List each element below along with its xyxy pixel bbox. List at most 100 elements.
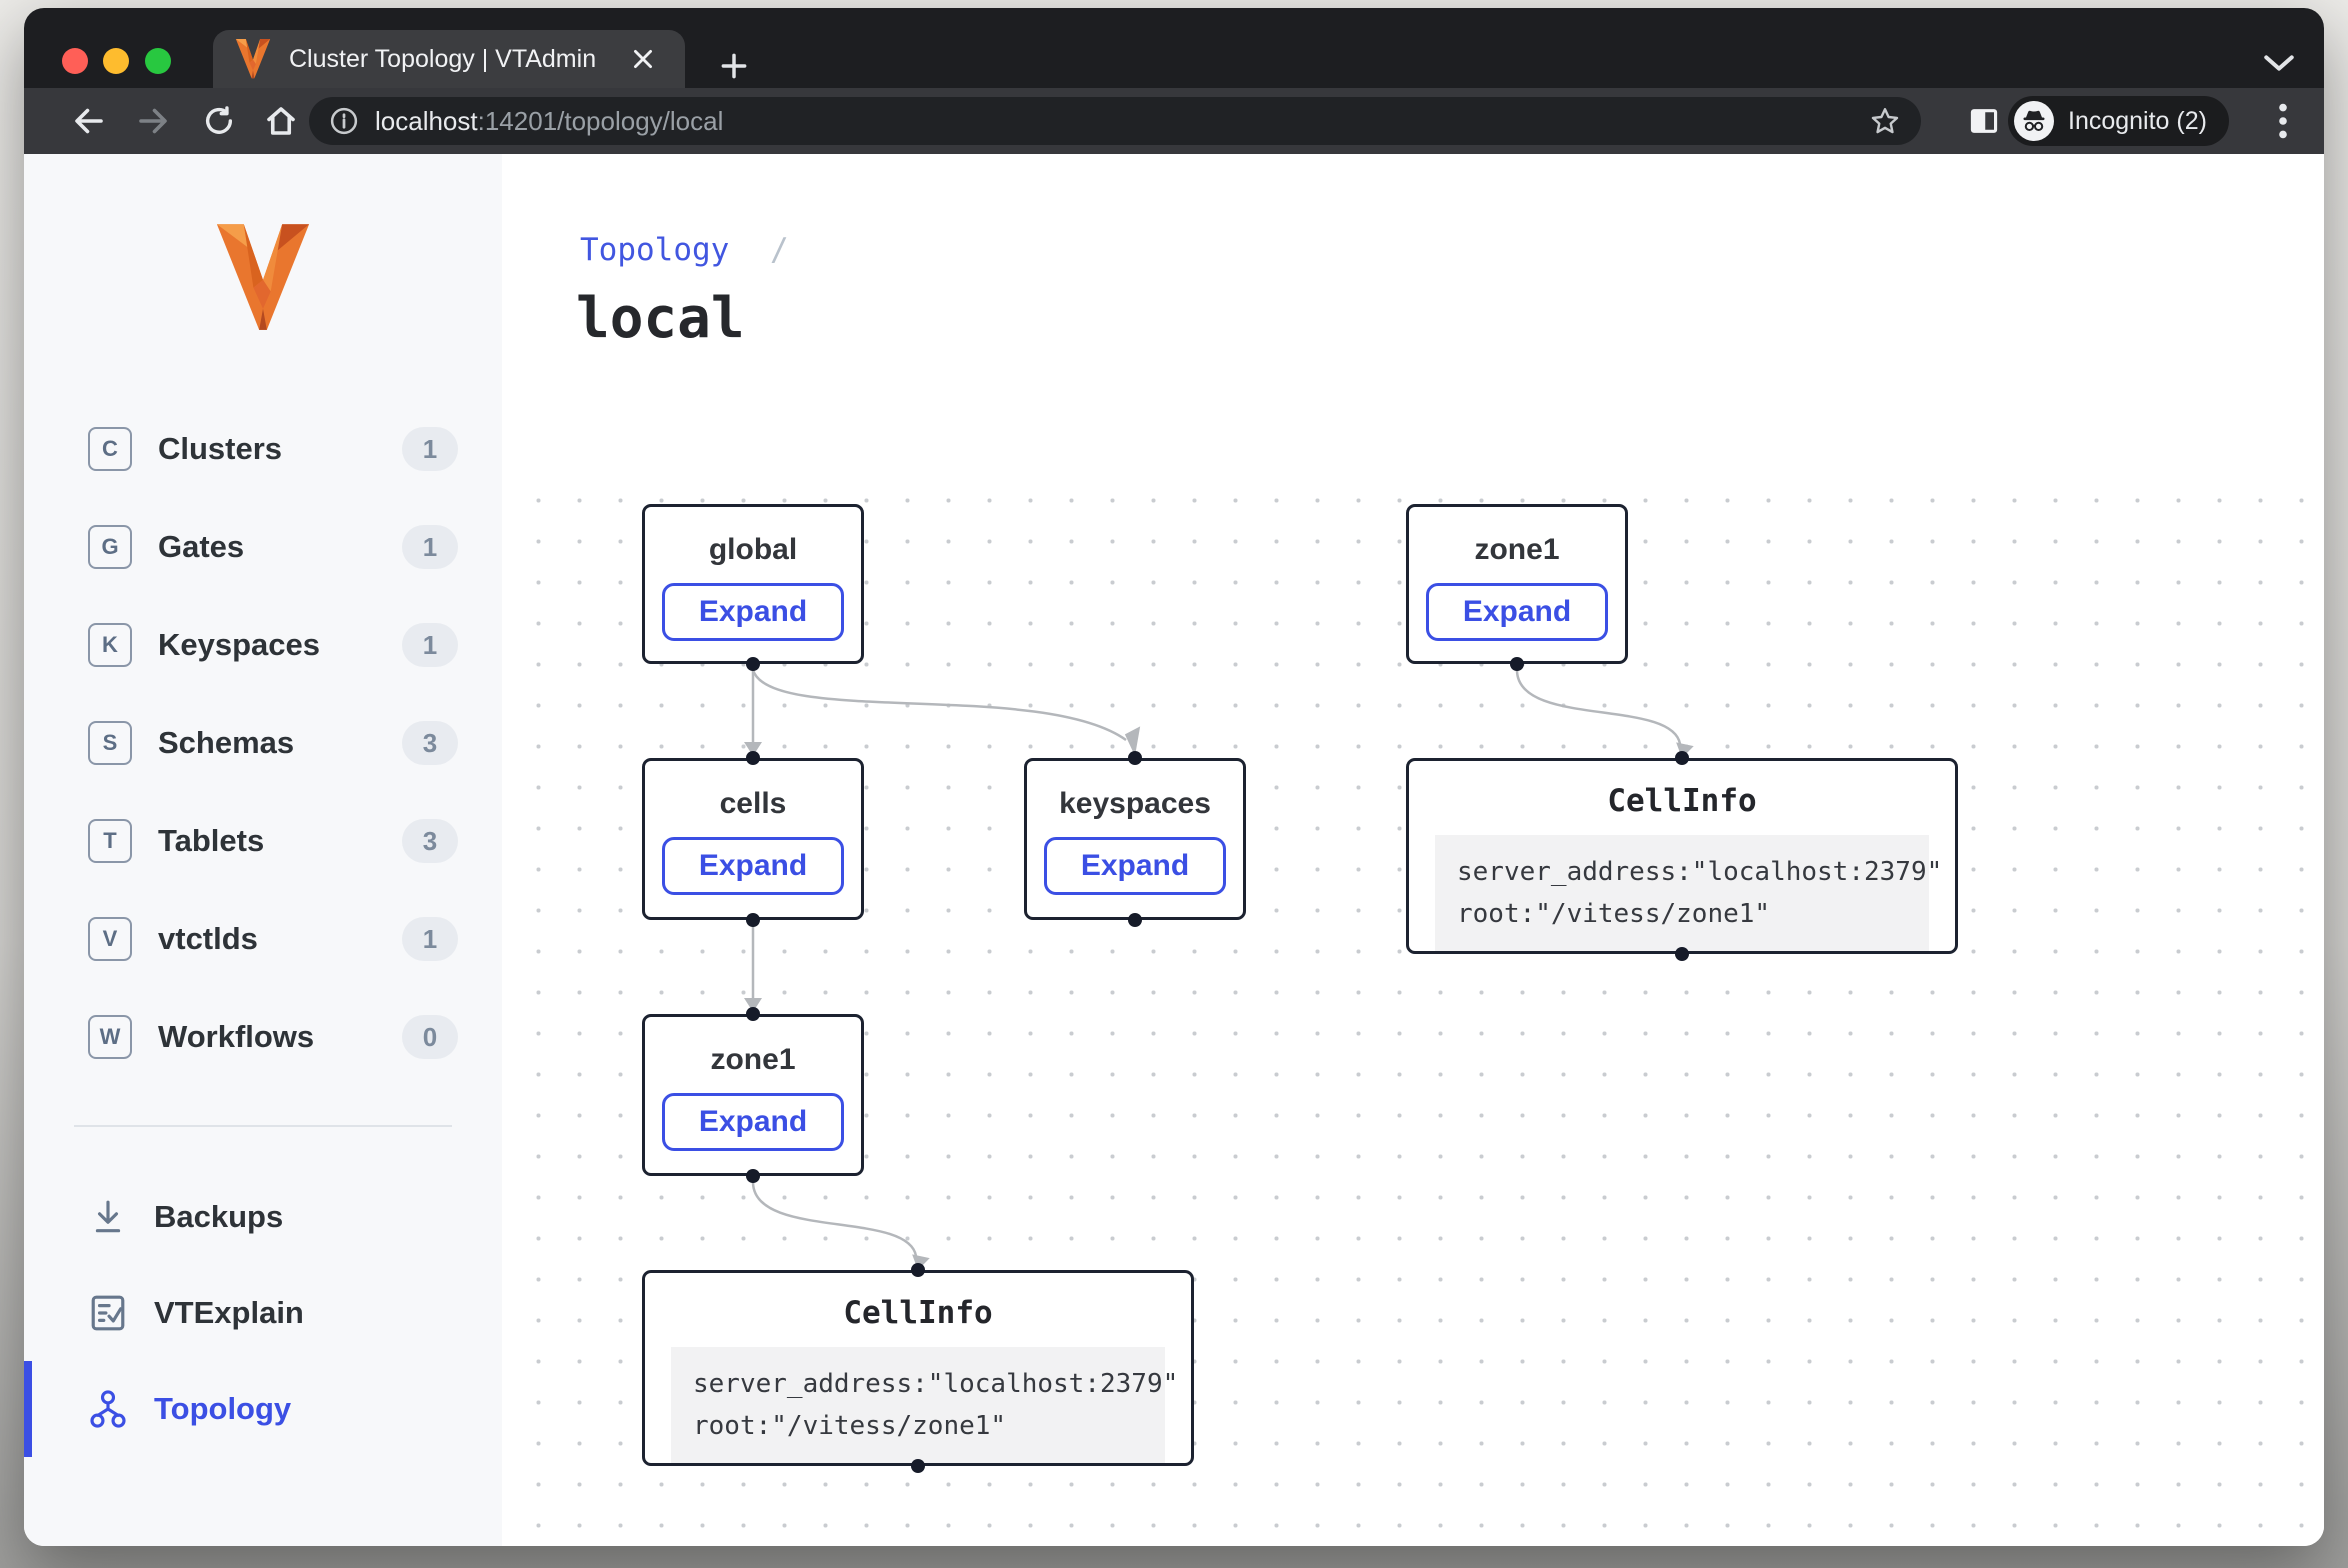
node-cellinfo-right: CellInfo server_address:"localhost:2379"… (1406, 758, 1958, 954)
cellinfo-code: server_address:"localhost:2379" root:"/v… (671, 1347, 1179, 1463)
tab-close-icon[interactable] (623, 39, 663, 79)
forward-button[interactable] (130, 98, 176, 144)
workflows-letter-icon: W (88, 1015, 132, 1059)
node-cells: cells Expand (642, 758, 864, 920)
sidebar-divider (74, 1125, 452, 1127)
new-tab-button[interactable] (712, 44, 756, 88)
node-global: global Expand (642, 504, 864, 664)
sidebar-item-schemas[interactable]: S Schemas 3 (24, 694, 502, 792)
site-info-icon[interactable] (329, 106, 359, 136)
node-title: CellInfo (1607, 783, 1757, 819)
home-button[interactable] (258, 98, 304, 144)
node-title: zone1 (710, 1043, 796, 1076)
tab-strip: Cluster Topology | VTAdmin (24, 8, 2324, 88)
reload-button[interactable] (196, 98, 242, 144)
incognito-profile-badge[interactable]: Incognito (2) (2008, 96, 2229, 146)
count-badge: 3 (402, 819, 458, 863)
sidebar: C Clusters 1 G Gates 1 K Keyspaces 1 S S… (24, 154, 502, 1546)
side-panel-icon[interactable] (1962, 100, 2006, 142)
edge-global-keyspaces (751, 669, 1127, 742)
sidebar-item-label: Gates (158, 529, 245, 564)
sidebar-item-label: vtctlds (158, 921, 258, 956)
node-cellinfo-left: CellInfo server_address:"localhost:2379"… (642, 1270, 1194, 1466)
breadcrumb-topology-link[interactable]: Topology (580, 232, 730, 268)
sidebar-item-keyspaces[interactable]: K Keyspaces 1 (24, 596, 502, 694)
sidebar-item-workflows[interactable]: W Workflows 0 (24, 988, 502, 1086)
cellinfo-line: server_address:"localhost:2379" (693, 1369, 1179, 1399)
tab-title: Cluster Topology | VTAdmin (289, 44, 597, 73)
edge-zone1-cellinfo-left (751, 1181, 918, 1257)
expand-button-global[interactable]: Expand (661, 583, 845, 641)
sidebar-item-vtexplain[interactable]: VTExplain (24, 1265, 502, 1361)
window-close-button[interactable] (62, 48, 88, 74)
sidebar-item-gates[interactable]: G Gates 1 (24, 498, 502, 596)
sidebar-item-topology[interactable]: Topology (24, 1361, 502, 1457)
bookmark-star-icon[interactable] (1869, 105, 1901, 137)
sidebar-item-vtctlds[interactable]: V vtctlds 1 (24, 890, 502, 988)
incognito-icon (2014, 101, 2054, 141)
browser-window: Cluster Topology | VTAdmin localhost:14 (24, 8, 2324, 1546)
node-title: CellInfo (843, 1295, 993, 1331)
breadcrumb-separator: / (769, 232, 789, 268)
sidebar-item-clusters[interactable]: C Clusters 1 (24, 400, 502, 498)
schemas-letter-icon: S (88, 721, 132, 765)
sidebar-item-label: Schemas (158, 725, 295, 760)
gates-letter-icon: G (88, 525, 132, 569)
node-title: keyspaces (1059, 787, 1211, 820)
sidebar-item-backups[interactable]: Backups (24, 1169, 502, 1265)
clusters-letter-icon: C (88, 427, 132, 471)
node-title: zone1 (1474, 533, 1560, 566)
count-badge: 1 (402, 427, 458, 471)
tab-search-chevron-icon[interactable] (2256, 46, 2302, 80)
expand-button-keyspaces[interactable]: Expand (1043, 837, 1227, 895)
node-title: global (708, 533, 798, 566)
window-minimize-button[interactable] (103, 48, 129, 74)
expand-button-zone1-top[interactable]: Expand (1425, 583, 1609, 641)
incognito-label: Incognito (2) (2068, 106, 2207, 135)
download-icon (88, 1197, 128, 1237)
url-host: localhost (375, 105, 478, 136)
sidebar-nav: C Clusters 1 G Gates 1 K Keyspaces 1 S S… (24, 400, 502, 1086)
count-badge: 3 (402, 721, 458, 765)
node-zone1-left: zone1 Expand (642, 1014, 864, 1176)
topology-icon (88, 1389, 128, 1429)
sidebar-item-label: Workflows (158, 1019, 315, 1054)
main-panel: Topology / local global Expand zone1 Exp… (502, 154, 2324, 1546)
cellinfo-code: server_address:"localhost:2379" root:"/v… (1435, 835, 1943, 951)
window-zoom-button[interactable] (145, 48, 171, 74)
count-badge: 1 (402, 525, 458, 569)
count-badge: 0 (402, 1015, 458, 1059)
vtctlds-letter-icon: V (88, 917, 132, 961)
browser-menu-icon[interactable] (2262, 99, 2304, 143)
cellinfo-line: root:"/vitess/zone1" (693, 1411, 1007, 1441)
vitess-logo (216, 224, 310, 330)
page-title: local (576, 286, 745, 351)
sidebar-item-label: Tablets (158, 823, 265, 858)
page-content: C Clusters 1 G Gates 1 K Keyspaces 1 S S… (24, 154, 2324, 1546)
sidebar-item-label: Keyspaces (158, 627, 321, 662)
edge-zone1-cellinfo-right (1515, 669, 1682, 745)
node-keyspaces: keyspaces Expand (1024, 758, 1246, 920)
breadcrumb: Topology / (580, 232, 789, 268)
keyspaces-letter-icon: K (88, 623, 132, 667)
sidebar-item-tablets[interactable]: T Tablets 3 (24, 792, 502, 890)
browser-toolbar: localhost:14201/topology/local Incognito… (24, 88, 2324, 154)
document-check-icon (88, 1293, 128, 1333)
cellinfo-line: root:"/vitess/zone1" (1457, 899, 1771, 929)
count-badge: 1 (402, 917, 458, 961)
sidebar-item-label: VTExplain (154, 1295, 304, 1330)
back-button[interactable] (66, 98, 112, 144)
address-bar[interactable]: localhost:14201/topology/local (309, 97, 1921, 145)
cellinfo-line: server_address:"localhost:2379" (1457, 857, 1943, 887)
node-title: cells (719, 787, 787, 820)
active-item-indicator (24, 1361, 32, 1457)
url-text: localhost:14201/topology/local (375, 106, 1869, 137)
sidebar-item-label: Backups (154, 1199, 284, 1234)
count-badge: 1 (402, 623, 458, 667)
browser-tab[interactable]: Cluster Topology | VTAdmin (213, 30, 685, 88)
sidebar-item-label: Clusters (158, 431, 283, 466)
tablets-letter-icon: T (88, 819, 132, 863)
expand-button-zone1-left[interactable]: Expand (661, 1093, 845, 1151)
expand-button-cells[interactable]: Expand (661, 837, 845, 895)
sidebar-tools: Backups VTExplain Topology (24, 1169, 502, 1457)
